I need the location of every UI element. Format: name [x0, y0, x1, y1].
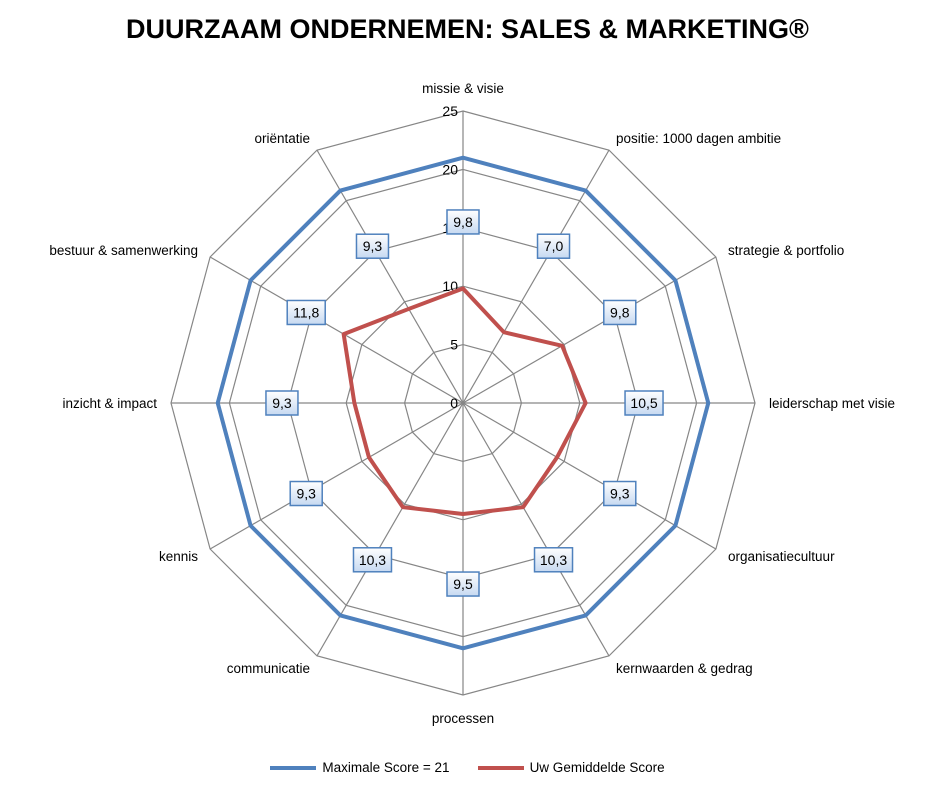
legend-item-max: Maximale Score = 21 — [270, 760, 450, 775]
spoke-line — [462, 402, 717, 550]
axis-label: oriëntatie — [254, 131, 310, 146]
data-label: 9,3 — [363, 238, 383, 254]
spoke-line — [316, 149, 464, 404]
spoke-line — [462, 402, 610, 657]
axis-label: strategie & portfolio — [728, 243, 844, 258]
data-label-box — [536, 233, 571, 259]
data-label: 9,5 — [453, 576, 473, 592]
spoke-line — [462, 149, 610, 404]
data-label-box — [624, 390, 664, 416]
legend-label-score: Uw Gemiddelde Score — [529, 760, 665, 775]
data-label: 10,3 — [359, 552, 386, 568]
axis-label: missie & visie — [422, 81, 504, 96]
legend-swatch-max — [270, 765, 317, 770]
axis-label: kennis — [159, 549, 198, 564]
axis-label: processen — [432, 711, 494, 726]
data-label-box — [603, 480, 637, 507]
data-label: 11,8 — [293, 304, 319, 320]
data-label: 7,0 — [544, 238, 564, 254]
axis-label: kernwaarden & gedrag — [616, 661, 753, 676]
tick-label: 25 — [442, 103, 458, 119]
data-label-box — [446, 571, 480, 597]
axis-label: inzicht & impact — [62, 396, 157, 411]
data-label-box — [533, 547, 574, 573]
data-label: 9,3 — [272, 395, 292, 411]
axis-label: bestuur & samenwerking — [49, 243, 198, 258]
chart-title: DUURZAAM ONDERNEMEN: SALES & MARKETING® — [126, 14, 809, 44]
data-label: 9,8 — [610, 304, 630, 320]
data-label: 10,3 — [540, 552, 567, 568]
data-label-box — [265, 390, 299, 416]
legend: Maximale Score = 21 Uw Gemiddelde Score — [0, 760, 935, 775]
series-score-line — [341, 286, 588, 516]
axis-label: communicatie — [227, 661, 310, 676]
tick-label: 20 — [442, 161, 458, 177]
series-max-line — [215, 155, 711, 651]
data-label-box — [286, 299, 326, 326]
axis-label: organisatiecultuur — [728, 549, 835, 564]
data-label: 9,8 — [453, 214, 473, 230]
axis-label: positie: 1000 dagen ambitie — [616, 131, 781, 146]
data-label-box — [355, 233, 390, 259]
data-label-box — [352, 547, 393, 573]
spoke-line — [209, 402, 464, 550]
legend-swatch-score — [477, 765, 524, 770]
spoke-line — [209, 256, 464, 404]
data-label: 9,3 — [296, 486, 316, 502]
data-label-box — [446, 209, 480, 235]
data-label: 10,5 — [630, 395, 657, 411]
axis-label: leiderschap met visie — [769, 396, 895, 411]
spoke-line — [316, 402, 464, 657]
data-label-box — [603, 299, 637, 326]
legend-item-score: Uw Gemiddelde Score — [477, 760, 665, 775]
tick-label: 0 — [450, 395, 458, 411]
legend-label-max: Maximale Score = 21 — [322, 760, 450, 775]
data-label-box — [289, 480, 323, 507]
tick-label: 5 — [450, 337, 458, 353]
data-label: 9,3 — [610, 486, 630, 502]
